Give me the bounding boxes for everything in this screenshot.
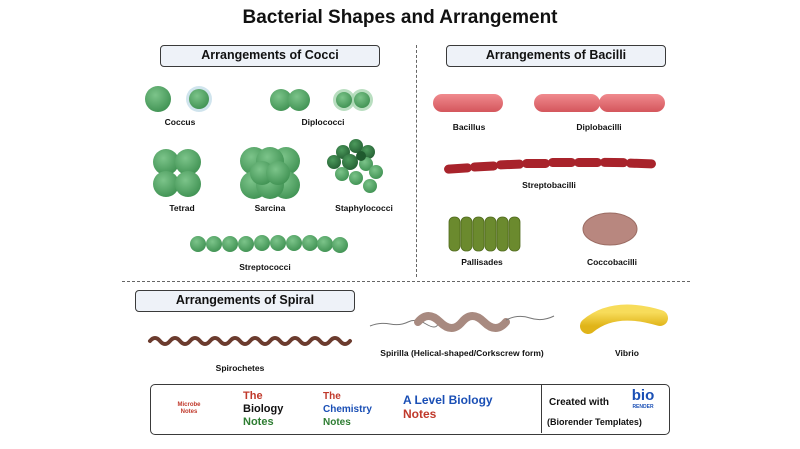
biorender-render-word: RENDER [632, 404, 654, 410]
biology-notes-line2: Biology [243, 403, 284, 415]
chemistry-notes-logo: The Chemistry Notes [323, 390, 372, 429]
microbe-notes-line1: Microbe [177, 402, 201, 408]
label-coccus: Coccus [164, 117, 196, 127]
section-header-bacilli: Arrangements of Bacilli [446, 45, 666, 67]
label-spirilla: Spirilla (Helical-shaped/Corkscrew form) [380, 348, 544, 358]
staphylococci-illustration [327, 139, 383, 193]
vertical-divider [416, 45, 417, 277]
footer-credits: Microbe Notes The Biology Notes The Chem… [150, 384, 670, 435]
label-spirochetes: Spirochetes [215, 363, 265, 373]
label-streptobacilli: Streptobacilli [522, 180, 576, 190]
section-header-cocci: Arrangements of Cocci [160, 45, 380, 67]
section-header-spiral: Arrangements of Spiral [135, 290, 355, 312]
diplococci-illustration [270, 89, 373, 111]
microbe-notes-line2: Notes [180, 409, 198, 415]
label-streptococci: Streptococci [239, 262, 291, 272]
alevel-line2: Notes [403, 407, 437, 421]
streptococci-illustration [190, 235, 348, 253]
biorender-templates-text: (Biorender Templates) [547, 417, 642, 427]
alevel-biology-logo: A Level Biology Notes [403, 393, 493, 421]
label-sarcina: Sarcina [254, 203, 286, 213]
coccus-illustration [145, 86, 212, 112]
biology-notes-line3: Notes [243, 416, 274, 428]
biorender-logo: bio RENDER [627, 387, 659, 411]
streptobacilli-illustration [444, 157, 656, 174]
label-tetrad: Tetrad [169, 203, 195, 213]
horizontal-divider [122, 281, 690, 282]
pallisades-illustration [448, 216, 521, 252]
biology-notes-line1: The [243, 390, 263, 402]
label-pallisades: Pallisades [461, 257, 503, 267]
chemistry-notes-line3: Notes [323, 417, 351, 428]
label-coccobacilli: Coccobacilli [586, 257, 638, 267]
footer-separator [541, 385, 542, 433]
spirochetes-illustration [148, 336, 352, 346]
diplobacilli-illustration [534, 94, 665, 112]
label-diplococci: Diplococci [301, 117, 345, 127]
created-with-text: Created with [549, 397, 610, 408]
label-staphylococci: Staphylococci [335, 203, 393, 213]
chemistry-notes-line2: Chemistry [323, 404, 372, 415]
microbe-notes-text: Microbe Notes [169, 402, 209, 416]
biorender-bio-word: bio [631, 387, 655, 404]
label-vibrio: Vibrio [615, 348, 639, 358]
tetrad-illustration [153, 149, 201, 197]
page-title: Bacterial Shapes and Arrangement [242, 7, 558, 28]
vibrio-illustration [580, 304, 668, 334]
bacillus-illustration [433, 94, 503, 112]
spirilla-illustration [369, 312, 555, 332]
sarcina-illustration [240, 147, 300, 199]
chemistry-notes-line1: The [323, 391, 341, 402]
label-bacillus: Bacillus [452, 122, 486, 132]
alevel-line1: A Level Biology [403, 393, 493, 407]
coccobacilli-illustration [582, 212, 638, 246]
biology-notes-logo: The Biology Notes [243, 390, 283, 429]
label-diplobacilli: Diplobacilli [576, 122, 622, 132]
